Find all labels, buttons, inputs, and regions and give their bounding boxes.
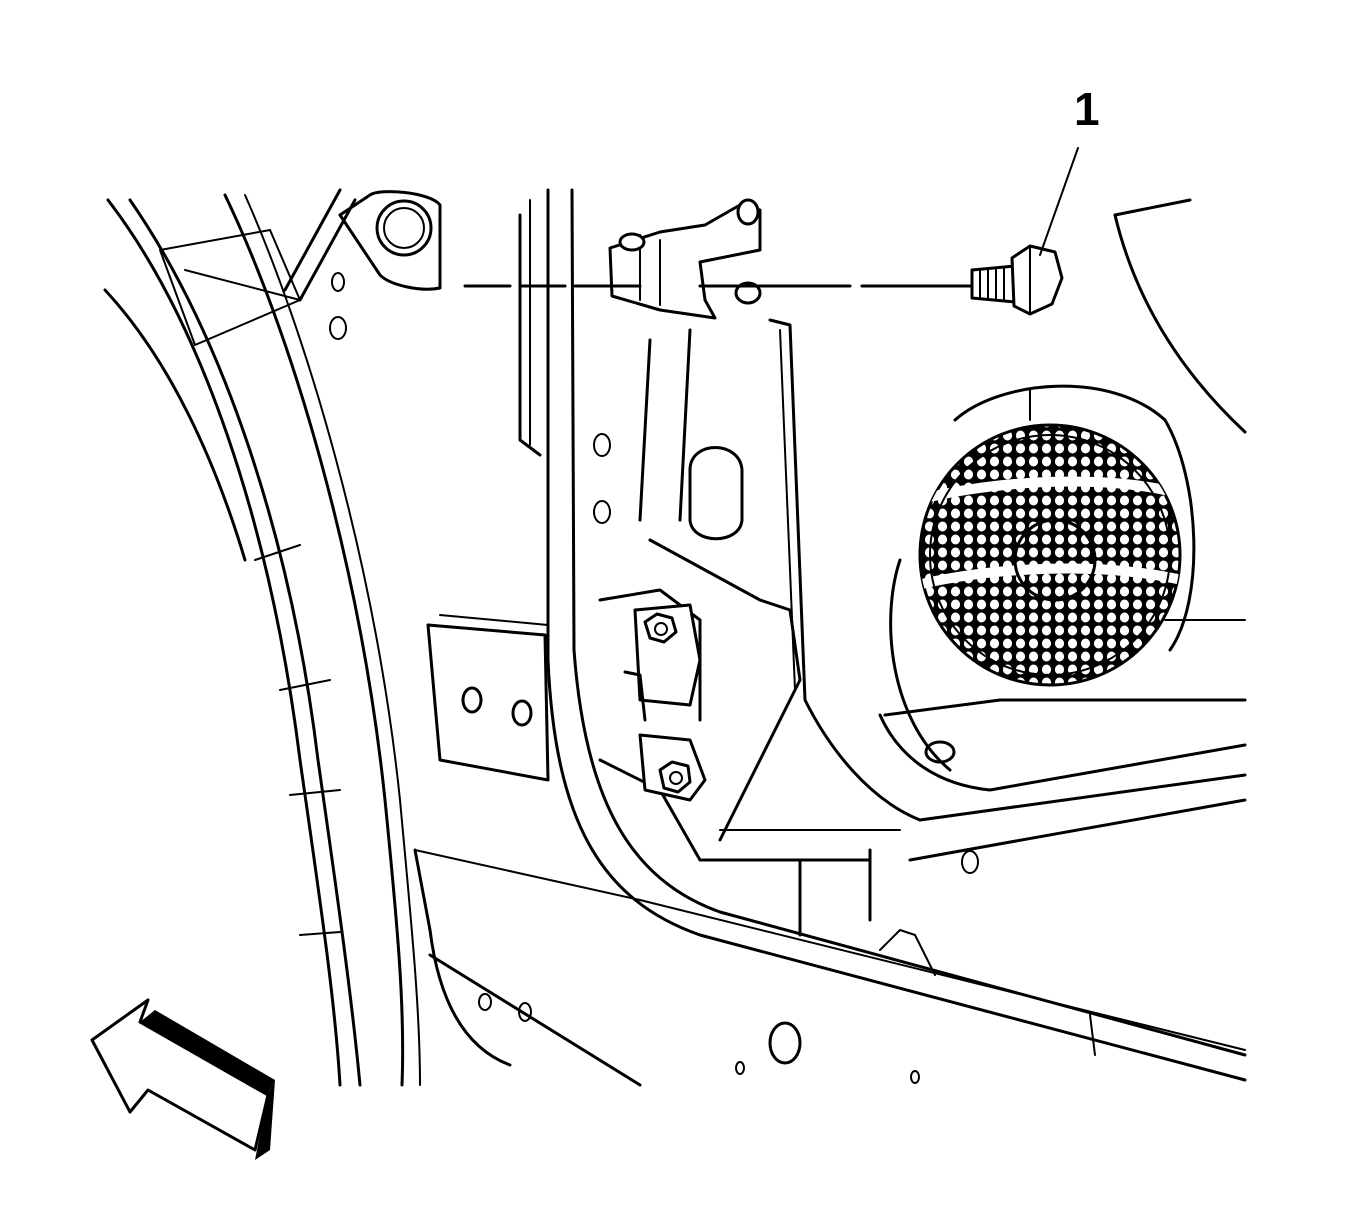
callout-leader-line (1039, 147, 1079, 256)
hinge-bolt-icon (658, 760, 692, 794)
callout-label-1: 1 (1074, 83, 1100, 135)
fender-panel (103, 188, 421, 1087)
lower-hinge (623, 603, 707, 802)
door-frame (413, 188, 1247, 1087)
pillar-plate (329, 190, 442, 340)
speaker-grille-icon (918, 423, 1182, 687)
bolt (970, 244, 1064, 316)
speaker-housing (878, 198, 1247, 874)
view-direction-arrow-icon (90, 998, 275, 1160)
upper-hinge (608, 198, 762, 320)
rocker-bracket (426, 614, 550, 782)
hinge-bolt-icon (643, 612, 678, 644)
